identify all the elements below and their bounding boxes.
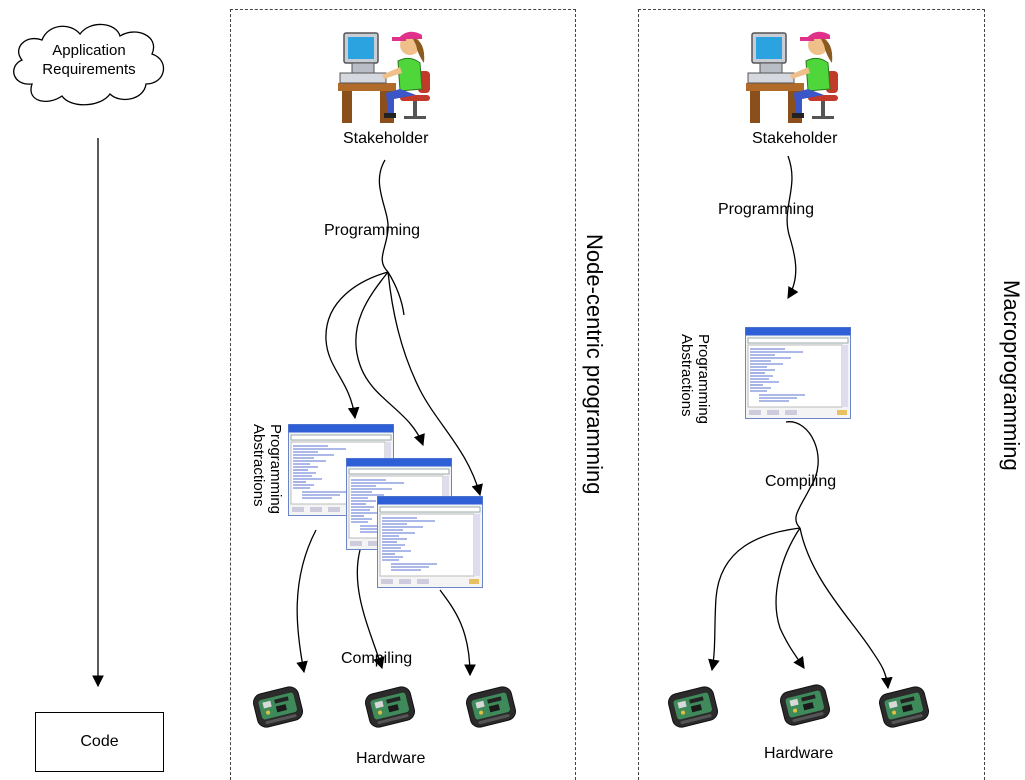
macro-title: Macroprogramming — [999, 280, 1024, 471]
sensor-node-hardware-icon — [362, 682, 418, 732]
sensor-node-hardware-icon — [876, 682, 932, 732]
node-centric-panel — [230, 9, 576, 780]
macro-hardware-label: Hardware — [764, 745, 834, 762]
code-box: Code — [35, 712, 164, 772]
node-centric-title: Node-centric programming — [582, 234, 607, 495]
requirements-cloud-shape — [13, 23, 164, 106]
sensor-node-hardware-icon — [665, 682, 721, 732]
macro-programming-label: Programming — [718, 201, 815, 218]
node-centric-programming-arrows — [325, 159, 483, 497]
requirements-text: Application Requirements — [34, 41, 144, 79]
sensor-node-hardware-icon — [463, 682, 519, 732]
requirements-line-2: Requirements — [42, 61, 136, 78]
requirements-to-code-arrow — [92, 138, 104, 688]
node-centric-programming-label: Programming — [324, 222, 421, 239]
macro-stakeholder-label: Stakeholder — [752, 130, 838, 147]
stakeholder-icon — [738, 15, 848, 125]
code-window-icon — [745, 327, 851, 419]
sensor-node-hardware-icon — [777, 680, 833, 730]
stakeholder-icon — [330, 15, 440, 125]
node-centric-compiling-label: Compiling — [341, 650, 413, 667]
macro-compiling-arrows — [708, 421, 893, 690]
macroprogramming-panel — [638, 9, 985, 780]
node-centric-hardware-label: Hardware — [356, 750, 426, 767]
macro-programming-arrow — [786, 155, 799, 300]
code-label: Code — [80, 733, 119, 750]
node-centric-abstractions-label: Programming Abstractions — [250, 424, 284, 515]
sensor-node-hardware-icon — [250, 682, 306, 732]
requirements-line-1: Application — [52, 42, 126, 59]
node-centric-stakeholder-label: Stakeholder — [343, 130, 429, 147]
node-centric-compiling-arrows — [296, 529, 476, 677]
macro-abstractions-label: Programming Abstractions — [678, 334, 712, 425]
macro-compiling-label: Compiling — [765, 473, 837, 490]
